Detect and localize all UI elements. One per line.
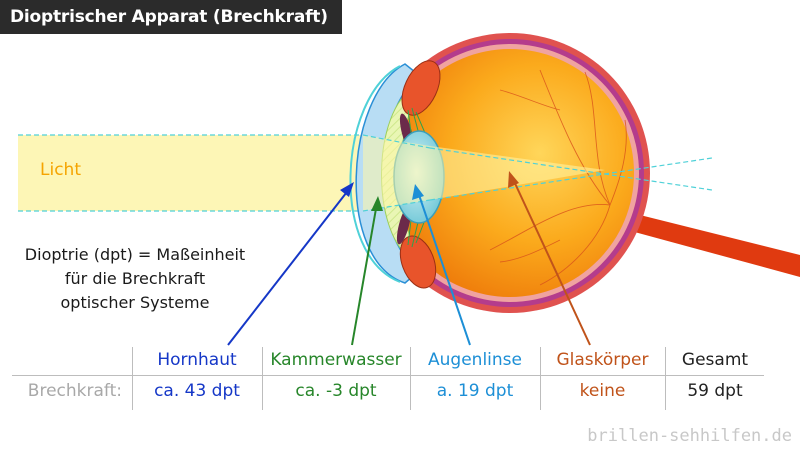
value-kammerwasser: ca. -3 dpt [295,381,377,401]
column-divider [540,347,541,410]
column-header-augenlinse: Augenlinse [428,350,522,370]
diopter-definition: Dioptrie (dpt) = Maßeinheit für die Brec… [10,243,260,315]
page-title: Dioptrischer Apparat (Brechkraft) [0,0,342,34]
row-label-brechkraft: Brechkraft: [27,381,122,401]
column-header-hornhaut: Hornhaut [157,350,237,370]
value-glaskoerper: keine [579,381,626,401]
value-augenlinse: a. 19 dpt [436,381,514,401]
column-header-gesamt: Gesamt [681,350,749,370]
refracted-light [363,135,605,211]
blood-vessels [489,69,627,286]
column-divider [665,347,666,410]
column-header-glaskoerper: Glaskörper [556,350,649,370]
watermark: brillen-sehhilfen.de [587,426,792,446]
column-divider [132,347,133,410]
definition-line: für die Brechkraft [64,269,206,288]
light-beam [18,135,363,211]
pointer-augenlinse [412,184,471,346]
light-label: Licht [40,160,81,180]
value-hornhaut: ca. 43 dpt [154,381,240,401]
pointer-hornhaut [227,182,354,346]
column-header-kammerwasser: Kammerwasser [270,350,402,370]
definition-line: Dioptrie (dpt) = Maßeinheit [24,245,246,264]
optic-nerve [598,205,800,277]
pointer-kammerwasser [351,196,383,346]
definition-line: optischer Systeme [60,293,210,312]
column-divider [410,347,411,410]
pointer-glaskoerper [508,171,591,346]
column-divider [262,347,263,410]
value-gesamt: 59 dpt [687,381,743,401]
table-divider [12,375,764,376]
cornea-outline [349,65,401,283]
